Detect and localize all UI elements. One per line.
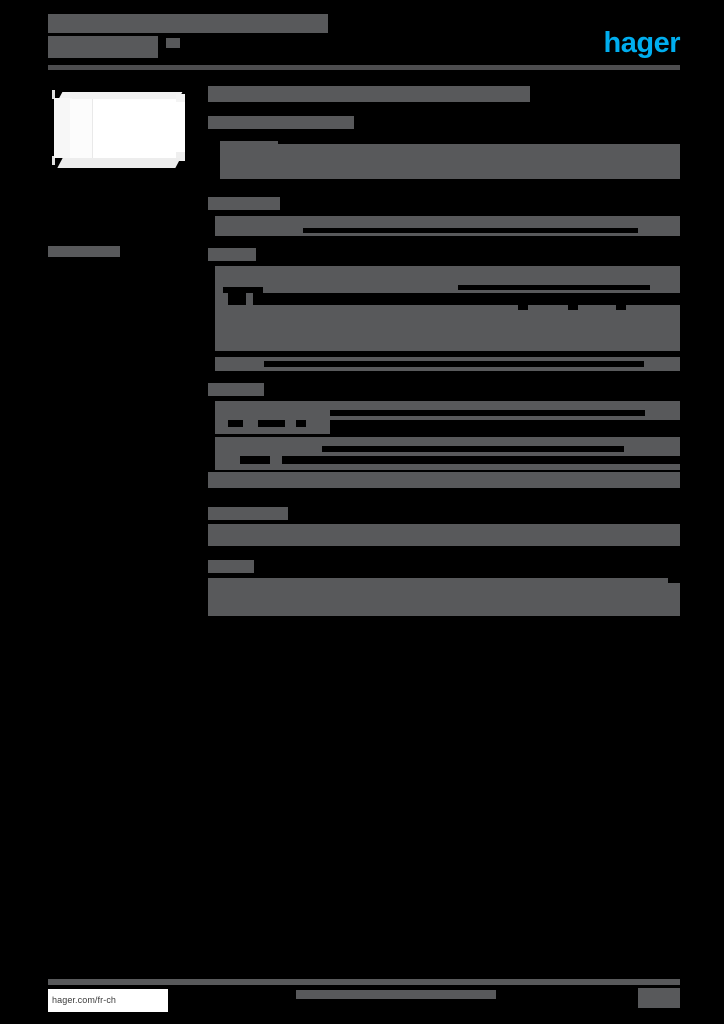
- product-image-bottom-face: [57, 158, 181, 168]
- footer-divider: [48, 979, 680, 985]
- page-title-line-2: [48, 36, 158, 58]
- table-row: [208, 305, 680, 357]
- table-row: [208, 434, 680, 456]
- section-subheading: [208, 116, 354, 129]
- footer-note-text: [296, 990, 496, 999]
- table-row: [208, 263, 680, 293]
- section-label: [208, 248, 256, 261]
- section-label: [208, 507, 288, 520]
- footer-note: [296, 990, 496, 1008]
- table-row: [208, 576, 680, 620]
- table-row: [208, 470, 680, 488]
- product-image-tab-bottom-left: [52, 156, 55, 165]
- header-divider: [48, 65, 680, 70]
- section-label: [208, 197, 280, 210]
- page-title-line-1-tail: [176, 14, 328, 33]
- table-row: [208, 456, 680, 470]
- footer-url[interactable]: hager.com/fr-ch: [48, 989, 168, 1012]
- product-image-tab-top-right: [176, 94, 185, 102]
- product-image-tab-bottom-right: [176, 152, 185, 161]
- table-row: [208, 420, 680, 434]
- table-row: [208, 141, 680, 185]
- product-image-tab-top-left: [52, 90, 55, 99]
- section-heading: [208, 86, 530, 102]
- product-image: [48, 86, 193, 176]
- footer-page-number: [638, 988, 680, 1008]
- section-label: [208, 383, 264, 396]
- product-image-left-flange: [54, 98, 72, 158]
- table-row: [208, 212, 680, 236]
- product-caption: [48, 246, 120, 257]
- product-caption-text: [48, 246, 120, 257]
- page-title: [48, 14, 348, 58]
- page-title-line-2-tail: [166, 38, 180, 48]
- page-header: hager: [48, 14, 681, 72]
- table-row: [208, 357, 680, 371]
- page-footer: hager.com/fr-ch: [48, 985, 680, 1015]
- hager-logo: hager: [603, 27, 681, 59]
- table-row: [208, 293, 680, 305]
- specification-table: [208, 86, 680, 620]
- left-column: [48, 86, 198, 257]
- table-row: [208, 398, 680, 420]
- section-label: [208, 560, 254, 573]
- product-image-body-shade: [70, 99, 93, 161]
- table-row: [208, 522, 680, 548]
